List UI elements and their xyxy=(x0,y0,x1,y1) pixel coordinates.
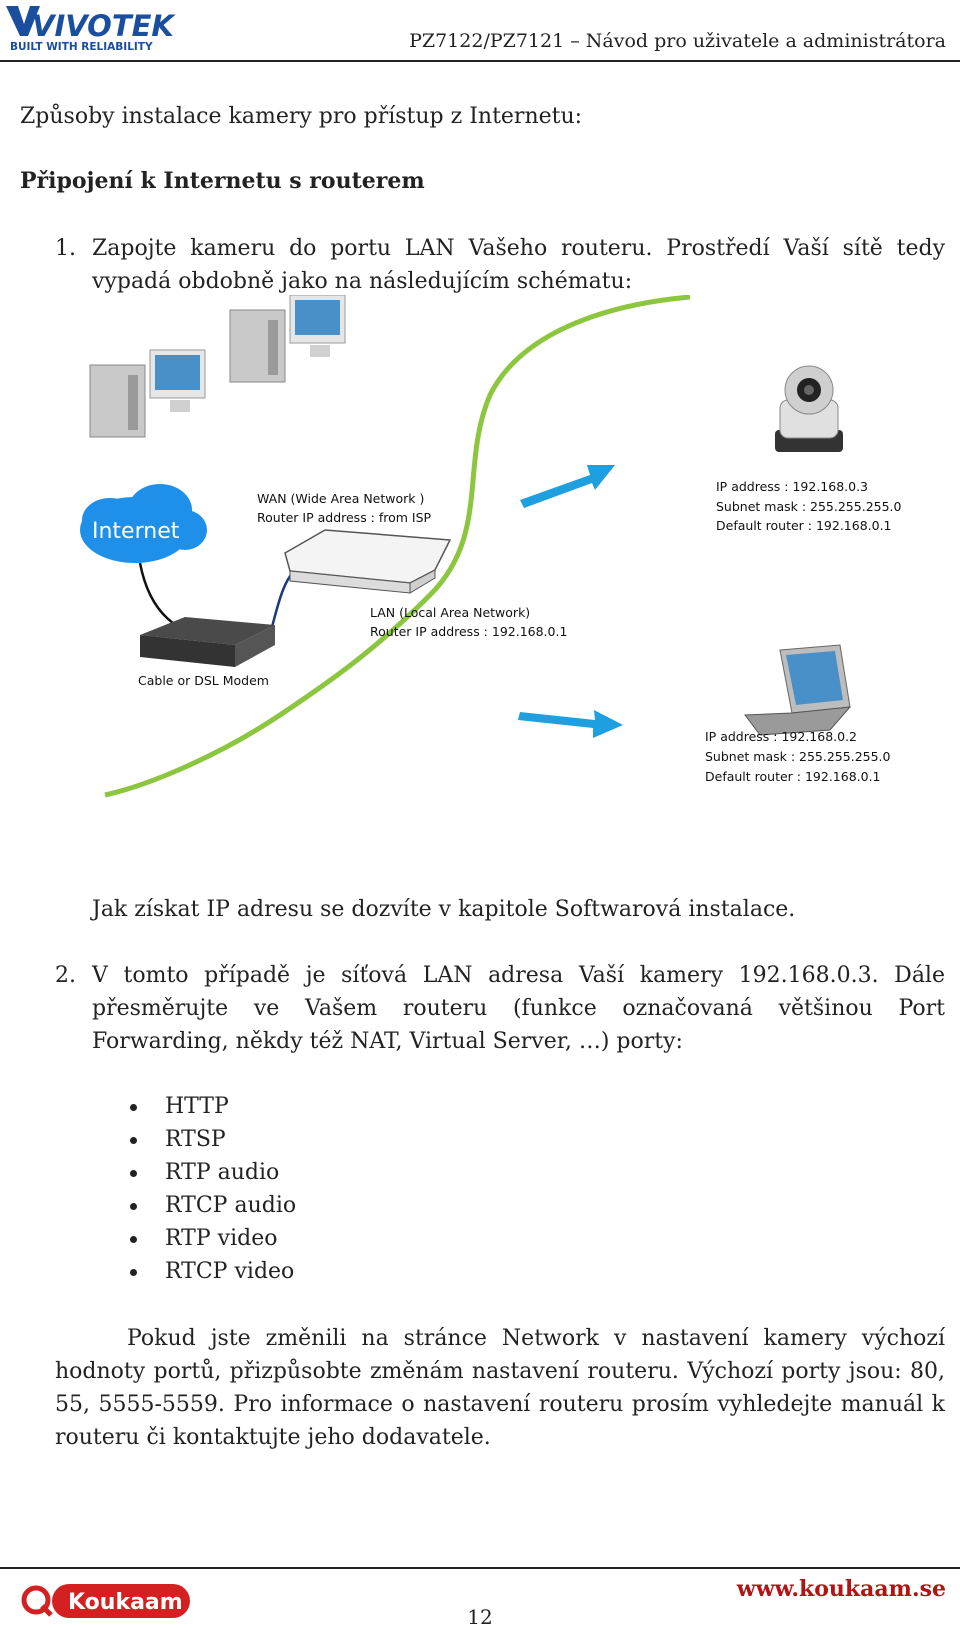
port-list-item: RTP audio xyxy=(130,1156,296,1189)
arrow-to-camera-icon xyxy=(520,465,615,508)
step-1-text: Zapojte kameru do portu LAN Vašeho route… xyxy=(92,236,945,294)
vivotek-brand-text: VIVOTEK xyxy=(32,9,176,43)
camera-ip-label: IP address : 192.168.0.3 xyxy=(716,479,868,494)
laptop-ip-label: IP address : 192.168.0.2 xyxy=(705,729,857,744)
port-name: RTSP xyxy=(165,1127,226,1152)
port-name: HTTP xyxy=(165,1094,229,1119)
footer-url[interactable]: www.koukaam.se xyxy=(736,1576,946,1602)
port-list-item: RTCP audio xyxy=(130,1189,296,1222)
port-name: RTP video xyxy=(165,1226,278,1251)
section-heading: Způsoby instalace kamery pro přístup z I… xyxy=(20,104,583,129)
header-divider xyxy=(0,60,960,62)
bullet-icon xyxy=(130,1203,137,1210)
desktop-pc-icon xyxy=(229,294,346,383)
router-icon xyxy=(284,529,452,594)
port-list-item: RTP video xyxy=(130,1222,296,1255)
bullet-icon xyxy=(130,1104,137,1111)
port-list-item: RTCP video xyxy=(130,1255,296,1288)
koukaam-logo-mark xyxy=(21,1585,51,1615)
step-2-number: 2. xyxy=(55,963,76,988)
section-subheading: Připojení k Internetu s routerem xyxy=(20,168,425,194)
lan-router-ip-label: Router IP address : 192.168.0.1 xyxy=(370,624,567,639)
vivotek-logo: VIVOTEK BUILT WITH RELIABILITY xyxy=(4,2,184,54)
ip-address-note: Jak získat IP adresu se dozvíte v kapito… xyxy=(92,897,796,922)
step-1-number: 1. xyxy=(55,236,76,261)
camera-subnet-label: Subnet mask : 255.255.255.0 xyxy=(716,499,902,514)
modem-icon xyxy=(140,617,275,667)
port-name: RTCP video xyxy=(165,1259,295,1284)
port-settings-paragraph: Pokud jste změnili na stránce Network v … xyxy=(55,1322,945,1454)
koukaam-brand-text: Koukaam xyxy=(68,1590,183,1615)
desktop-pc-icon xyxy=(89,349,206,438)
koukaam-logo-tail xyxy=(40,1604,53,1617)
bullet-icon xyxy=(130,1236,137,1243)
port-name: RTCP audio xyxy=(165,1193,297,1218)
step-2: 2. V tomto případě je síťová LAN adresa … xyxy=(55,959,945,1058)
laptop-router-label: Default router : 192.168.0.1 xyxy=(705,769,881,784)
lan-boundary-line xyxy=(104,294,691,798)
modem-label: Cable or DSL Modem xyxy=(138,673,269,688)
lan-label: LAN (Local Area Network) xyxy=(370,605,530,620)
network-diagram: Internet WAN (Wide Area Network ) Router… xyxy=(80,294,950,835)
koukaam-logo: Koukaam xyxy=(18,1576,193,1621)
port-list: HTTP RTSP RTP audio RTCP audio RTP video… xyxy=(130,1090,296,1288)
koukaam-logo-pill xyxy=(52,1584,190,1618)
footer-divider xyxy=(0,1567,960,1569)
laptop-subnet-label: Subnet mask : 255.255.255.0 xyxy=(705,749,891,764)
camera-router-label: Default router : 192.168.0.1 xyxy=(716,518,892,533)
port-list-item: HTTP xyxy=(130,1090,296,1123)
internet-label: Internet xyxy=(92,519,180,544)
port-settings-text: Pokud jste změnili na stránce Network v … xyxy=(55,1326,945,1450)
arrow-to-laptop-icon xyxy=(518,710,623,738)
wan-label: WAN (Wide Area Network ) xyxy=(257,491,424,506)
page-number: 12 xyxy=(467,1605,493,1629)
vivotek-tagline: BUILT WITH RELIABILITY xyxy=(10,41,153,53)
port-name: RTP audio xyxy=(165,1160,280,1185)
laptop-icon xyxy=(744,644,852,736)
step-1: 1. Zapojte kameru do portu LAN Vašeho ro… xyxy=(55,232,945,298)
vivotek-logo-mark xyxy=(6,6,40,36)
bullet-icon xyxy=(130,1137,137,1144)
step-2-text: V tomto případě je síťová LAN adresa Vaš… xyxy=(92,963,945,1054)
port-list-item: RTSP xyxy=(130,1123,296,1156)
bullet-icon xyxy=(130,1170,137,1177)
bullet-icon xyxy=(130,1269,137,1276)
ptz-camera-icon xyxy=(775,365,843,452)
document-title: PZ7122/PZ7121 – Návod pro uživatele a ad… xyxy=(409,30,946,52)
internet-cloud-icon: Internet xyxy=(80,484,207,563)
wan-router-ip-label: Router IP address : from ISP xyxy=(257,510,432,525)
